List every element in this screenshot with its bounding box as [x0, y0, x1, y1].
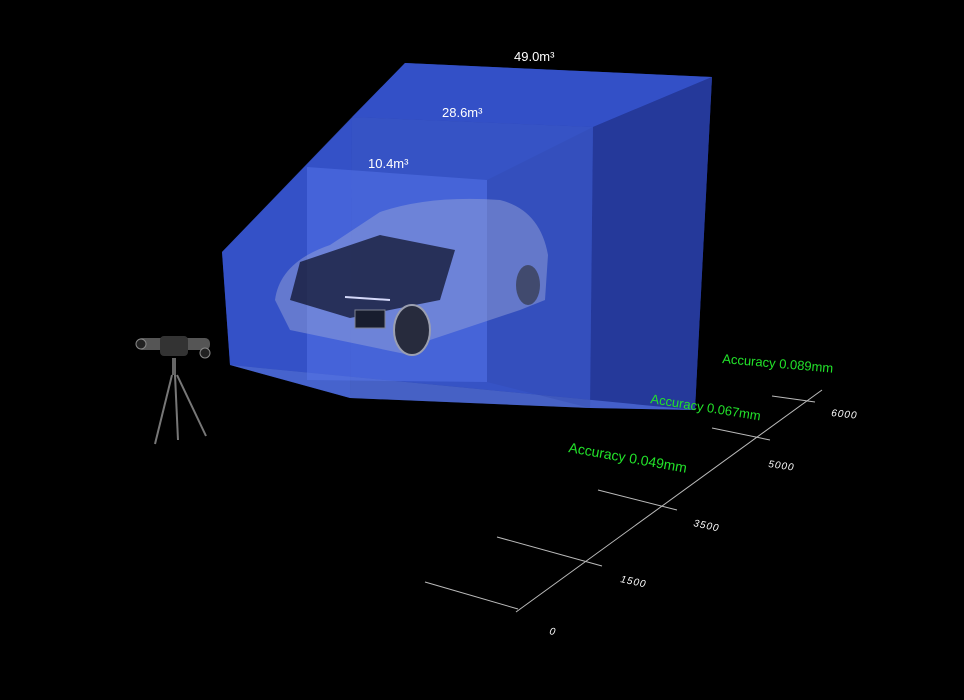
tick-label-5000: 5000: [768, 459, 796, 474]
car-icon: [275, 198, 548, 356]
tick-label-3500: 3500: [692, 518, 720, 534]
tick-label-0: 0: [548, 626, 557, 638]
tick-label-6000: 6000: [831, 408, 858, 422]
accuracy-label-6000: Accuracy 0.089mm: [722, 351, 834, 376]
accuracy-label-5000: Accuracy 0.067mm: [650, 391, 762, 423]
tick-label-1500: 1500: [619, 574, 647, 590]
volume-label-large: 49.0m³: [514, 49, 555, 64]
scanner-tripod-icon: [135, 336, 211, 445]
distance-axis: [424, 389, 823, 613]
volume-label-medium: 28.6m³: [442, 105, 483, 120]
accuracy-label-3500: Accuracy 0.049mm: [567, 439, 688, 476]
volume-label-small: 10.4m³: [368, 156, 409, 171]
